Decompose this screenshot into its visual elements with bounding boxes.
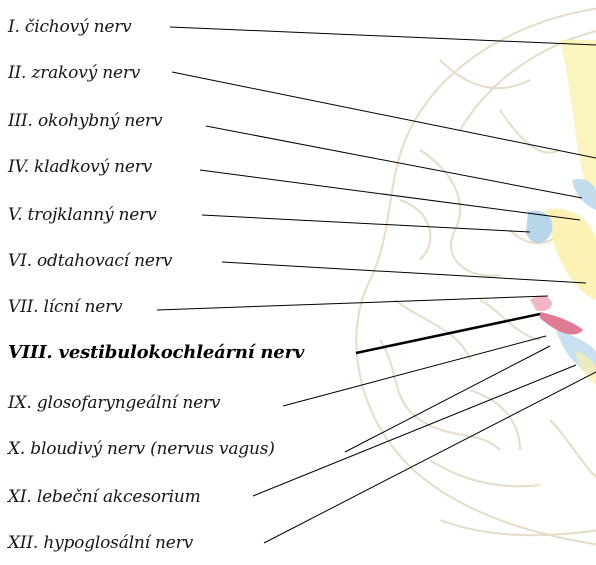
nerve-label-7: VII. lícní nerv <box>8 297 122 317</box>
leader-lines <box>157 27 596 543</box>
leader-line-8 <box>356 314 540 353</box>
brain-structures <box>526 40 596 385</box>
leader-line-6 <box>222 262 586 283</box>
nerve-label-10: X. bloudivý nerv (nervus vagus) <box>8 439 275 459</box>
nerve-label-12: XII. hypoglosální nerv <box>8 533 193 553</box>
leader-line-7 <box>157 296 548 310</box>
nerve-label-1: I. čichový nerv <box>8 17 132 37</box>
nerve-label-6: VI. odtahovací nerv <box>8 251 172 271</box>
nerve-label-4: IV. kladkový nerv <box>8 157 152 177</box>
leader-line-3 <box>206 126 582 198</box>
nerve-label-11: XI. lebeční akcesorium <box>8 487 201 507</box>
nerve-label-8-highlighted: VIII. vestibulokochleární nerv <box>8 343 304 363</box>
leader-line-9 <box>283 336 546 406</box>
leader-line-4 <box>200 170 580 220</box>
leader-line-11 <box>253 365 576 496</box>
nerve-label-5: V. trojklanný nerv <box>8 205 157 225</box>
leader-line-2 <box>172 72 596 158</box>
leader-line-1 <box>170 27 596 45</box>
nerve-label-3: III. okohybný nerv <box>8 111 162 131</box>
leader-line-5 <box>202 215 530 232</box>
nerve-label-2: II. zrakový nerv <box>8 63 140 83</box>
nerve-label-9: IX. glosofaryngeální nerv <box>8 393 220 413</box>
